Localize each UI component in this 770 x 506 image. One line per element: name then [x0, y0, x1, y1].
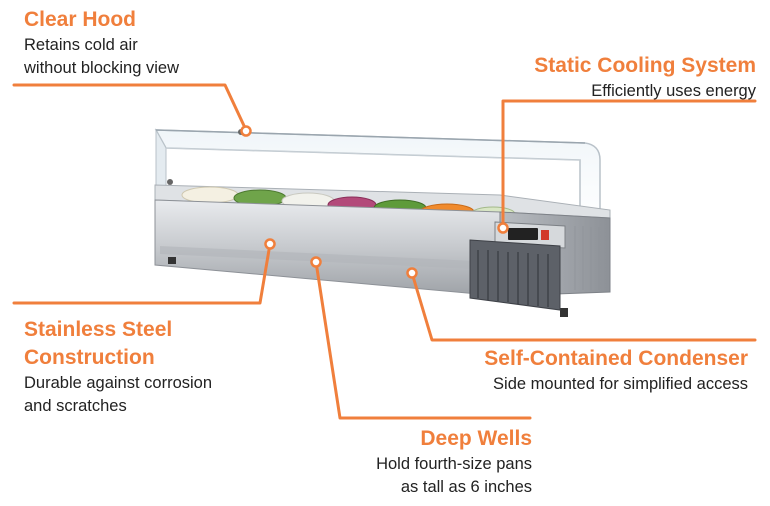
static-cooling-leader-line	[501, 99, 757, 230]
condenser-desc: Side mounted for simplified access	[493, 375, 748, 393]
clear-hood-desc-line-2: without blocking view	[24, 59, 179, 77]
condenser-vent	[469, 226, 600, 311]
stainless-steel-desc-line-2: and scratches	[24, 397, 127, 415]
deep-wells-desc-line-1: Hold fourth-size pans	[376, 455, 532, 473]
stainless-steel-leader-line	[12, 242, 272, 305]
clear-hood-title: Clear Hood	[24, 8, 137, 31]
static-cooling-title: Static Cooling System	[534, 54, 756, 77]
clear-hood-callout: Clear Hood Retains cold air without bloc…	[24, 6, 179, 80]
clear-hood-desc-line-1: Retains cold air	[24, 36, 138, 54]
static-cooling-desc: Efficiently uses energy	[591, 82, 756, 100]
deep-wells-title: Deep Wells	[420, 427, 532, 450]
deep-wells-leader-line	[314, 260, 532, 420]
stainless-steel-dot	[264, 238, 276, 250]
deep-wells-desc-line-2: as tall as 6 inches	[400, 478, 532, 496]
stainless-steel-title-line-1: Stainless Steel	[24, 318, 173, 341]
thermostat-control-panel	[494, 221, 566, 249]
deep-wells-callout: Deep Wells Hold fourth-size pans as tall…	[376, 425, 532, 499]
clear-hood-leader-line	[12, 83, 248, 132]
condenser-callout: Self-Contained Condenser Side mounted fo…	[484, 345, 748, 396]
deep-wells-dot	[310, 256, 322, 268]
glass-hood	[154, 128, 601, 213]
stainless-steel-callout: Stainless Steel Construction Durable aga…	[24, 316, 212, 418]
static-cooling-callout: Static Cooling System Efficiently uses e…	[534, 52, 756, 103]
stainless-steel-title-line-2: Construction	[24, 346, 155, 369]
stainless-steel-desc-line-1: Durable against corrosion	[24, 374, 213, 392]
static-cooling-dot	[497, 222, 509, 234]
condenser-leader-line	[410, 271, 757, 342]
condenser-title: Self-Contained Condenser	[484, 347, 748, 370]
clear-hood-dot	[240, 125, 252, 137]
condenser-dot	[406, 267, 418, 279]
